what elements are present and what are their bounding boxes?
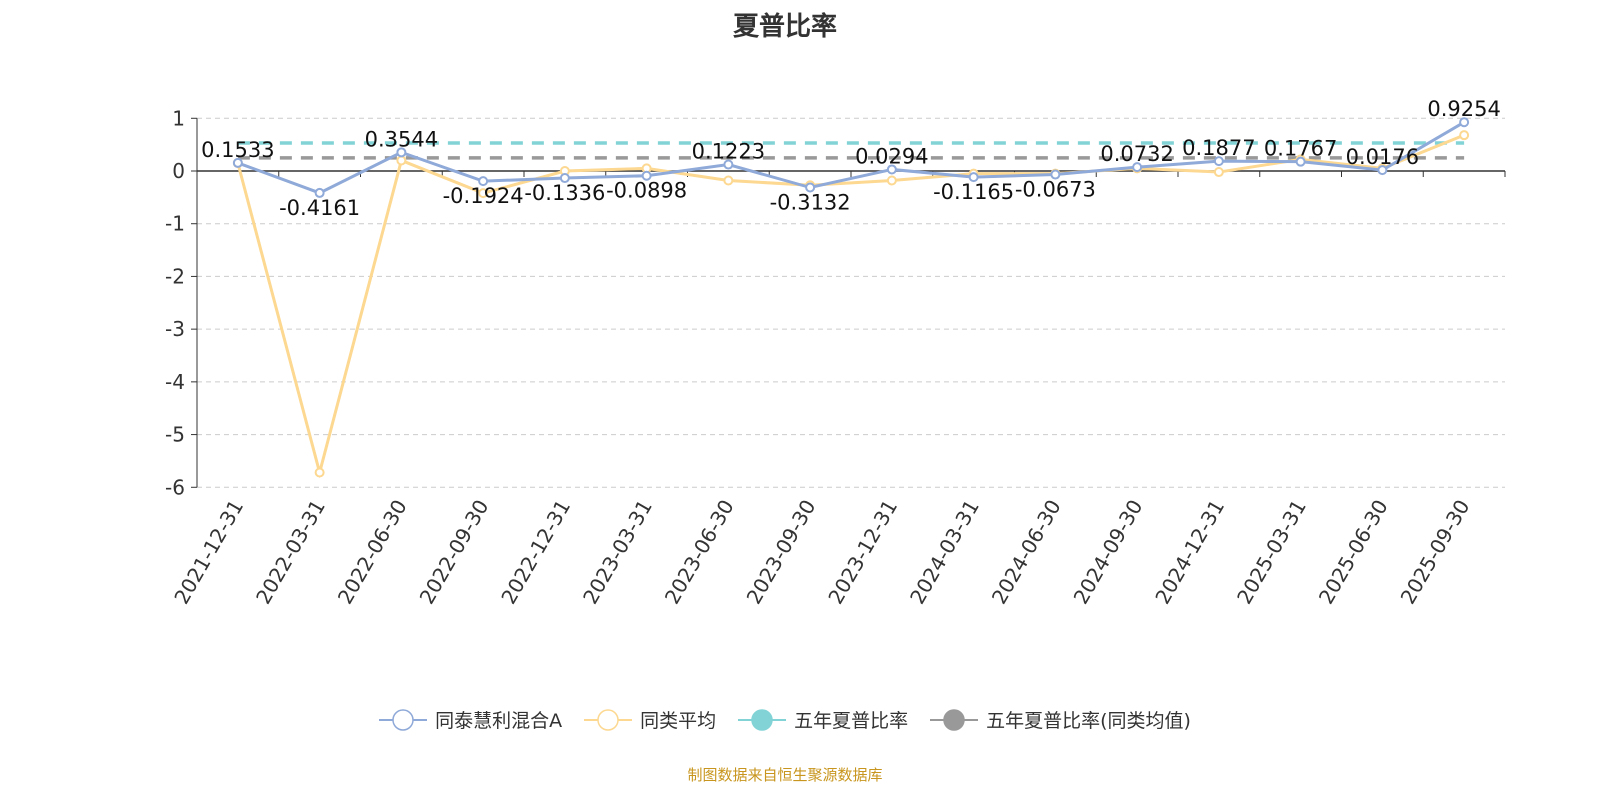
data-label: -0.0673 [1015,178,1096,202]
data-point [478,188,489,199]
y-tick-label: 1 [172,106,185,130]
y-tick-label: 0 [172,159,185,183]
x-tick-label: 2024-03-31 [905,496,984,609]
data-label: 0.9254 [1427,97,1500,121]
x-tick-label: 2022-06-30 [333,496,412,609]
x-tick-label: 2022-03-31 [251,496,330,609]
legend-item[interactable]: 五年夏普比率(同类均值) [930,706,1191,733]
data-label: 0.1877 [1182,136,1255,160]
x-tick-label: 2023-03-31 [578,496,657,609]
data-point [396,155,407,166]
x-tick-label: 2022-09-30 [415,496,494,609]
data-label: 0.1767 [1264,137,1337,161]
x-tick-label: 2025-06-30 [1314,496,1393,609]
series-line [236,133,1465,479]
data-point [314,467,325,478]
data-point [723,159,734,170]
legend-label: 五年夏普比率 [794,710,909,732]
y-tick-label: -6 [165,475,185,499]
data-label: -0.4161 [279,196,360,220]
x-tick-label: 2025-03-31 [1232,496,1311,609]
source-note: 制图数据来自恒生聚源数据库 [687,766,883,784]
data-label: -0.1165 [933,180,1014,204]
data-point [723,175,734,186]
data-point [886,175,897,186]
data-point [886,164,897,175]
legend-label: 同类平均 [640,710,717,732]
x-tick-label: 2024-06-30 [987,496,1066,609]
data-label: -0.0898 [606,179,687,203]
data-point [1213,167,1224,178]
data-label: 0.3544 [365,127,438,151]
data-point [232,157,243,168]
data-point [1050,169,1061,180]
legend-item[interactable]: 五年夏普比率 [738,706,908,733]
chart-title: 夏普比率 [732,12,837,42]
legend-marker-icon [930,708,979,731]
y-tick-label: -5 [165,423,185,447]
x-tick-label: 2021-12-31 [169,496,248,609]
data-point [478,176,489,187]
legend-label: 五年夏普比率(同类均值) [986,710,1191,732]
data-label: 0.0176 [1346,145,1419,169]
data-label: 0.1223 [692,140,765,164]
data-label: 0.0294 [855,144,928,168]
data-point [314,187,325,198]
data-point [559,173,570,184]
data-point [968,172,979,183]
series-line [237,120,1465,195]
y-tick-label: -2 [165,264,185,288]
data-label: -0.1924 [443,184,524,208]
data-point [805,182,816,193]
y-tick-label: -1 [165,212,185,236]
legend-marker-icon [584,708,633,731]
data-point [1377,165,1388,176]
x-tick-label: 2023-12-31 [823,496,902,609]
data-point [1132,162,1143,173]
legend-marker-icon [379,708,428,731]
data-point [1213,156,1224,167]
data-point [1295,156,1306,167]
legend-item[interactable]: 同类平均 [584,706,716,733]
data-label: -0.1336 [524,181,605,205]
x-tick-label: 2023-06-30 [660,496,739,609]
data-point [641,170,652,181]
legend-item[interactable]: 同泰慧利混合A [379,706,562,733]
x-tick-label: 2024-12-31 [1150,496,1229,609]
y-tick-label: -4 [165,370,185,394]
data-label: 0.0732 [1100,142,1173,166]
data-label: 0.1533 [201,138,274,162]
x-tick-label: 2022-12-31 [496,496,575,609]
x-tick-label: 2025-09-30 [1396,496,1475,609]
legend-label: 同泰慧利混合A [435,710,563,732]
legend-marker-icon [738,708,787,731]
y-tick-label: -3 [165,317,185,341]
x-tick-label: 2023-09-30 [742,496,821,609]
data-point [1459,117,1470,128]
data-point [396,147,407,158]
data-label: -0.3132 [770,191,851,215]
data-point [1459,130,1470,141]
legend: 同泰慧利混合A 同类平均 五年夏普比率 五年夏普比率(同类均值) [0,706,1570,733]
x-tick-label: 2024-09-30 [1069,496,1148,609]
